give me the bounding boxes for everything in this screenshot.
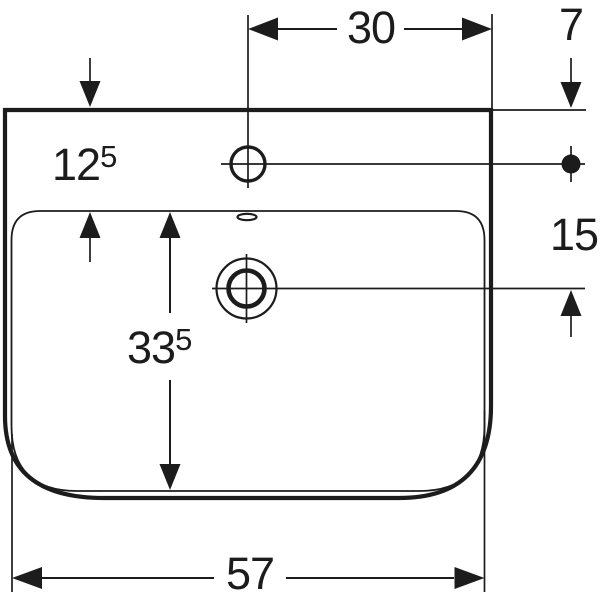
dimension-label-12-5: 125	[52, 141, 117, 187]
arrow-left-icon	[248, 17, 278, 41]
overflow-slot	[236, 212, 258, 222]
tap-reference-dot	[561, 154, 581, 174]
tap-hole	[229, 145, 267, 183]
dimension-12-5	[79, 58, 101, 262]
inner-basin-outline	[10, 210, 486, 492]
dimension-33-5	[159, 212, 181, 490]
arrow-down-icon	[159, 464, 181, 490]
arrow-left-icon	[12, 567, 42, 589]
dimension-30	[248, 14, 493, 108]
dimension-label-15: 15	[550, 209, 599, 260]
dimension-label-33-5-main: 33	[127, 322, 176, 373]
arrow-up-icon	[159, 212, 181, 238]
outer-basin-outline	[2, 107, 494, 501]
arrow-right-icon	[462, 17, 492, 41]
dimension-label-33-5: 335	[127, 324, 192, 370]
dimension-15	[560, 290, 582, 337]
drain-outer-circle	[215, 257, 278, 320]
dimension-label-7: 7	[558, 0, 584, 50]
arrow-up-icon	[79, 212, 101, 238]
dimension-7	[493, 58, 586, 111]
arrow-down-icon	[560, 82, 582, 108]
arrow-right-icon	[454, 567, 485, 589]
dimension-label-30: 30	[346, 2, 396, 53]
dimension-label-12-5-main: 12	[52, 139, 101, 190]
dimension-57	[11, 410, 486, 592]
dimension-label-12-5-superscript: 5	[100, 139, 118, 174]
dimension-label-33-5-superscript: 5	[175, 322, 193, 357]
drain-inner-circle	[226, 268, 267, 309]
arrow-down-icon	[79, 81, 101, 107]
arrow-up-icon	[560, 290, 582, 316]
dimension-label-57: 57	[225, 548, 275, 599]
